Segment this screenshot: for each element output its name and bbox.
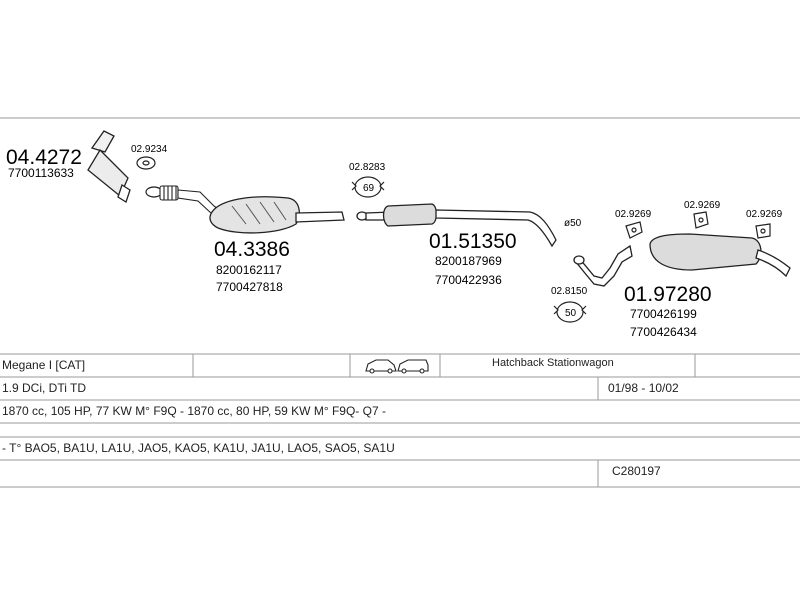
- middle-silencer-code: 01.51350: [429, 230, 517, 253]
- catalyst-oem-1: 8200162117: [216, 263, 282, 277]
- frame: [0, 117, 800, 488]
- production-years: 01/98 - 10/02: [608, 381, 679, 395]
- middle-silencer-oem-1: 8200187969: [435, 254, 502, 268]
- front-pipe-oem: 7700113633: [8, 166, 74, 180]
- model-name: Megane I [CAT]: [2, 358, 86, 372]
- rear-silencer[interactable]: [649, 233, 791, 278]
- rear-silencer-oem-1: 7700426199: [630, 307, 697, 321]
- hanger-1-code: 02.9269: [615, 209, 652, 220]
- gasket-front-code: 02.9234: [131, 144, 168, 155]
- engine-name: 1.9 DCi, DTi TD: [2, 381, 87, 395]
- middle-silencer[interactable]: [356, 203, 557, 248]
- catalyst[interactable]: [209, 196, 345, 234]
- rear-pipe[interactable]: [573, 244, 633, 287]
- vehicle-types: - T° BAO5, BA1U, LA1U, JAO5, KAO5, KA1U,…: [2, 441, 395, 455]
- catalyst-oem-2: 7700427818: [216, 280, 283, 294]
- front-pipe[interactable]: [87, 130, 131, 203]
- engine-details: 1870 cc, 105 HP, 77 KW M° F9Q - 1870 cc,…: [2, 404, 386, 418]
- clamp-rear-badge: 50: [565, 308, 577, 319]
- clamp-mid-code: 02.8283: [349, 162, 386, 173]
- flex-pipe[interactable]: [159, 185, 223, 223]
- hatchback-car-icon: [365, 359, 397, 374]
- middle-silencer-oem-2: 7700422936: [435, 273, 502, 287]
- clamp-mid[interactable]: [351, 176, 385, 198]
- gasket-front[interactable]: [136, 156, 163, 198]
- catalyst-code: 04.3386: [214, 238, 290, 261]
- hanger-1[interactable]: [625, 221, 643, 239]
- clamp-rear[interactable]: [553, 301, 587, 323]
- clamp-rear-code: 02.8150: [551, 286, 588, 297]
- hanger-2[interactable]: [693, 211, 709, 229]
- front-pipe-code: 04.4272: [6, 146, 82, 169]
- rear-silencer-oem-2: 7700426434: [630, 325, 697, 339]
- clamp-mid-badge: 69: [363, 183, 375, 194]
- hanger-3[interactable]: [755, 223, 771, 239]
- hanger-3-code: 02.9269: [746, 209, 783, 220]
- hanger-2-code: 02.9269: [684, 200, 721, 211]
- pipe-diameter-label: ø50: [564, 218, 582, 229]
- stationwagon-car-icon: [397, 359, 429, 374]
- body-types: Hatchback Stationwagon: [492, 357, 614, 369]
- rear-silencer-code: 01.97280: [624, 283, 712, 306]
- catalog-code: C280197: [612, 464, 661, 478]
